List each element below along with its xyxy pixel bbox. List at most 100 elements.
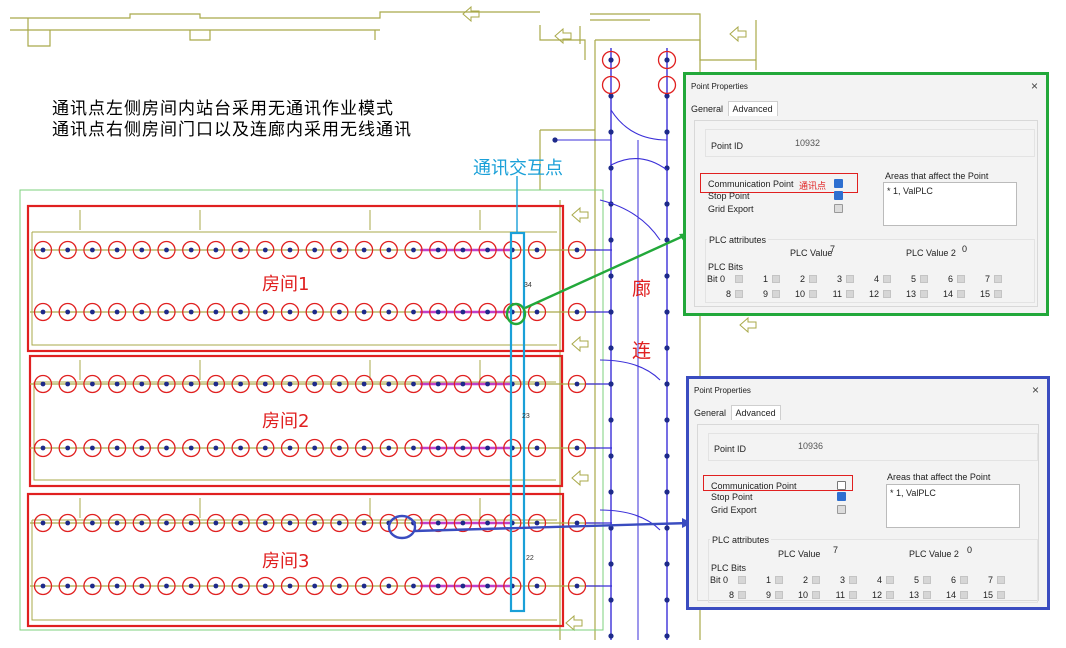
tab-advanced[interactable]: Advanced — [730, 405, 781, 420]
plc-bit-checkbox[interactable] — [997, 591, 1005, 599]
corridor-node — [608, 453, 614, 459]
plc-bit-checkbox[interactable] — [846, 290, 854, 298]
tab-general[interactable]: General — [694, 408, 727, 418]
plc-bit-checkbox[interactable] — [809, 290, 817, 298]
station-dot — [312, 381, 318, 387]
plc-bit-checkbox[interactable] — [883, 275, 891, 283]
station-dot — [534, 247, 540, 253]
close-icon[interactable]: × — [1031, 383, 1039, 397]
station-ring — [404, 576, 423, 596]
plc-value2[interactable]: 0 — [962, 244, 968, 254]
plc-bit-checkbox[interactable] — [809, 275, 817, 283]
station-ring — [206, 240, 226, 260]
plc-bit-checkbox[interactable] — [923, 576, 931, 584]
grid-export-checkbox[interactable] — [837, 505, 846, 514]
plc-value2[interactable]: 0 — [967, 545, 973, 555]
plc-bit-checkbox[interactable] — [738, 591, 746, 599]
plc-bit-checkbox[interactable] — [960, 576, 968, 584]
station-ring — [567, 576, 587, 596]
outer-boundary — [19, 189, 604, 631]
station-dot — [65, 309, 71, 315]
station-dot — [485, 445, 490, 451]
station-dot — [262, 445, 268, 451]
plc-bit-checkbox[interactable] — [849, 591, 857, 599]
plc-bit-checkbox[interactable] — [920, 290, 928, 298]
tab-advanced[interactable]: Advanced — [727, 101, 778, 116]
station-dot — [90, 381, 95, 387]
corridor-node — [608, 561, 614, 567]
station-dot — [90, 247, 95, 253]
outline-line — [10, 11, 540, 19]
station-dot — [435, 520, 441, 526]
plc-bit-checkbox[interactable] — [735, 290, 743, 298]
plc-bit-checkbox[interactable] — [735, 275, 743, 283]
tab-general[interactable]: General — [691, 104, 724, 114]
grid-export-checkbox[interactable] — [834, 204, 843, 213]
station-ring — [256, 438, 275, 458]
station-dot — [213, 520, 219, 526]
plc-bit-checkbox[interactable] — [738, 576, 746, 584]
stop-point-checkbox[interactable] — [834, 191, 843, 200]
stop-point-label: Stop Point — [711, 492, 753, 502]
station-dot — [460, 247, 466, 253]
plc-bit-checkbox[interactable] — [923, 591, 931, 599]
plc-value-label: PLC Value — [790, 248, 833, 258]
stop-point-label: Stop Point — [708, 191, 750, 201]
point-id-value: 10936 — [798, 441, 824, 451]
outline-line — [189, 30, 211, 41]
plc-bit-checkbox[interactable] — [883, 290, 891, 298]
station-dot — [287, 445, 293, 451]
plc-bit-label: 9 — [762, 289, 768, 299]
comm-point-checkbox[interactable] — [837, 481, 846, 490]
plc-bit-checkbox[interactable] — [846, 275, 854, 283]
plc-bit-checkbox[interactable] — [886, 576, 894, 584]
plc-value[interactable]: 7 — [830, 244, 836, 254]
plc-bits-label: PLC Bits — [708, 262, 744, 272]
station-dot — [213, 381, 219, 387]
station-ring — [527, 240, 547, 260]
comm-point-checkbox[interactable] — [834, 179, 843, 188]
plc-bit-checkbox[interactable] — [849, 576, 857, 584]
plc-bit-checkbox[interactable] — [775, 576, 783, 584]
plc-bit-checkbox[interactable] — [997, 576, 1005, 584]
plc-bit-checkbox[interactable] — [994, 275, 1002, 283]
plc-bit-checkbox[interactable] — [886, 591, 894, 599]
plc-bit-checkbox[interactable] — [994, 290, 1002, 298]
plc-bit-checkbox[interactable] — [772, 275, 780, 283]
station-ring — [567, 240, 587, 260]
station-ring — [83, 240, 102, 260]
plc-bit-checkbox[interactable] — [920, 275, 928, 283]
station-dot — [238, 520, 244, 526]
station-dot — [188, 583, 194, 589]
station-dot — [411, 445, 416, 451]
corridor-station — [601, 50, 621, 70]
station-ring — [478, 302, 497, 322]
station-dot — [65, 445, 71, 451]
station-dot — [139, 520, 145, 526]
plc-bit-checkbox[interactable] — [957, 290, 965, 298]
door-symbol — [571, 469, 589, 487]
station-dot — [312, 520, 318, 526]
plc-bit-checkbox[interactable] — [775, 591, 783, 599]
station-dot — [164, 309, 169, 315]
plc-bit-checkbox[interactable] — [812, 591, 820, 599]
plc-bit-checkbox[interactable] — [960, 591, 968, 599]
rack-outline — [33, 382, 556, 481]
plc-value[interactable]: 7 — [833, 545, 839, 555]
comm-point-label: Communication Point — [708, 179, 794, 189]
plc-attributes-label: PLC attributes — [710, 535, 772, 545]
plc-bit-checkbox[interactable] — [957, 275, 965, 283]
corridor-node — [664, 201, 670, 207]
station-dot — [485, 247, 490, 253]
station-dot — [139, 309, 145, 315]
plc-bit-checkbox[interactable] — [772, 290, 780, 298]
stop-point-checkbox[interactable] — [837, 492, 846, 501]
areas-list[interactable]: * 1, ValPLC — [886, 484, 1020, 528]
areas-list[interactable]: * 1, ValPLC — [883, 182, 1017, 226]
plc-bit-checkbox[interactable] — [812, 576, 820, 584]
station-ring — [379, 302, 398, 322]
close-icon[interactable]: × — [1030, 79, 1038, 93]
station-ring — [429, 513, 448, 533]
station-dot — [534, 445, 540, 451]
plc-bit-label: 14 — [945, 590, 956, 600]
